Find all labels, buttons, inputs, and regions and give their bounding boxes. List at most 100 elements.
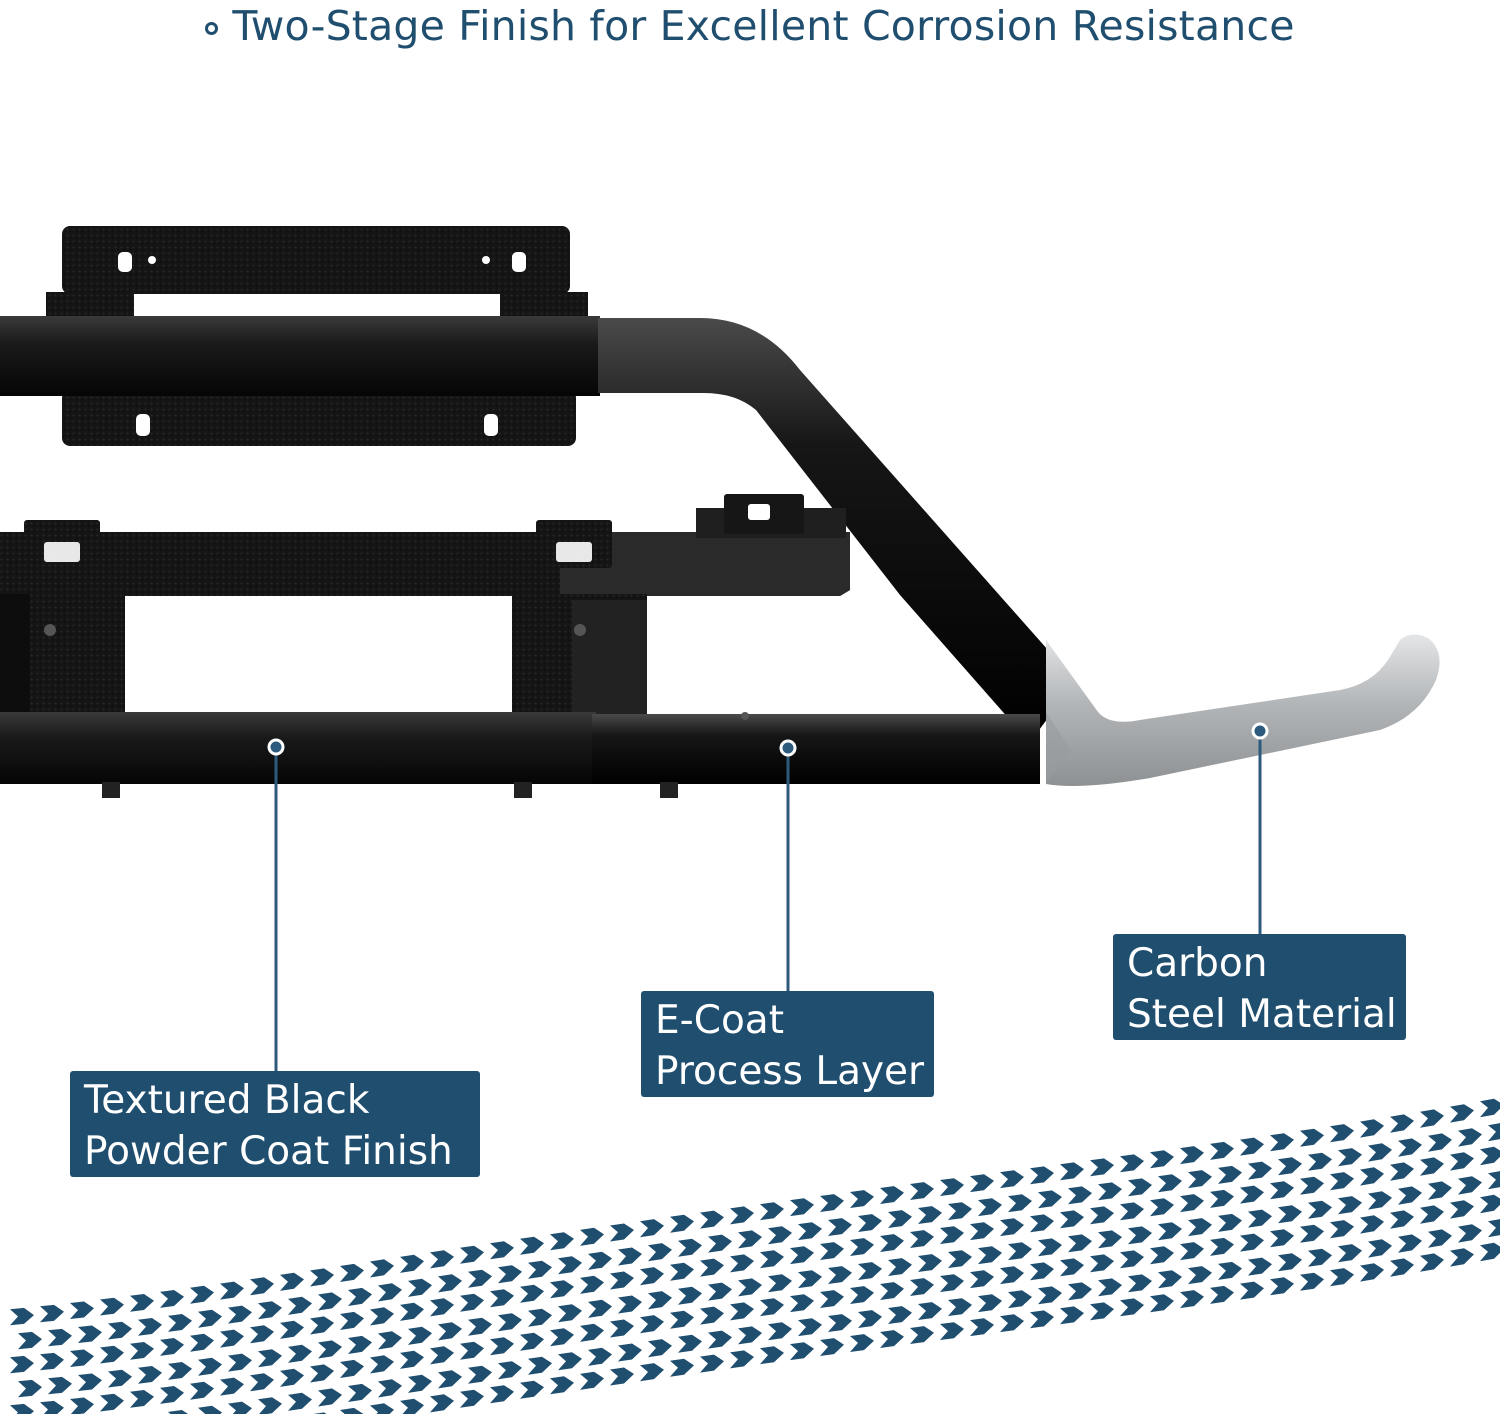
tire-tread-block [1060, 1258, 1084, 1277]
tire-tread-block [1000, 1266, 1024, 1285]
tire-tread-block [1308, 1200, 1332, 1219]
tire-tread-block [250, 1277, 274, 1296]
tire-tread-block [970, 1222, 994, 1241]
callout-e-coat-line-1: E-Coat [655, 998, 784, 1043]
tire-tread-block [370, 1259, 394, 1278]
tire-tread-block [460, 1341, 484, 1360]
tire-tread-block [1188, 1170, 1212, 1189]
tire-tread-block [550, 1376, 574, 1395]
tire-tread-block [318, 1388, 342, 1407]
tire-tread-block [318, 1340, 342, 1359]
tire-tread-block [1030, 1262, 1054, 1281]
tire-tread-block [280, 1320, 304, 1339]
tire-tread-block [138, 1366, 162, 1384]
tire-tread-block [168, 1362, 192, 1380]
tire-tread-block [670, 1358, 694, 1377]
tire-tread-block [370, 1307, 394, 1326]
tire-tread-block [880, 1282, 904, 1300]
tire-tread-block [10, 1307, 34, 1326]
tire-tread-block [1450, 1104, 1474, 1123]
tire-tread-block [610, 1223, 634, 1242]
tire-tread-block [1068, 1186, 1092, 1205]
tire-tread-block [288, 1344, 312, 1363]
tire-tread-block [40, 1400, 64, 1414]
tire-track-decoration [10, 1098, 1500, 1414]
tire-tread-block [1120, 1298, 1144, 1317]
tire-tread-block [1330, 1268, 1354, 1287]
tire-tread-block [10, 1403, 34, 1414]
tire-tread-block [940, 1226, 964, 1244]
tire-tread-block [1308, 1248, 1332, 1267]
tire-tread-block [618, 1343, 642, 1362]
tire-tread-block [528, 1308, 552, 1327]
tire-tread-block [768, 1322, 792, 1341]
tire-tread-block [130, 1342, 154, 1360]
tire-tread-block [228, 1401, 252, 1414]
tire-tread-block [1488, 1219, 1500, 1238]
tire-tread-block [468, 1365, 492, 1384]
tire-tread-block [198, 1405, 222, 1414]
tire-tread-block [1330, 1220, 1354, 1239]
tire-tread-block [1068, 1234, 1092, 1253]
tire-tread-block [400, 1350, 424, 1369]
tire-tread-block [640, 1315, 664, 1334]
headline-text: Two-Stage Finish for Excellent Corrosion… [232, 2, 1295, 50]
tire-tread-block [970, 1318, 994, 1337]
tire-tread-block [978, 1294, 1002, 1313]
tire-tread-block [490, 1289, 514, 1308]
tire-tread-block [948, 1250, 972, 1268]
tire-tread-block [1450, 1248, 1474, 1267]
tire-tread-block [160, 1386, 184, 1404]
tire-tread-block [1368, 1239, 1392, 1258]
tire-tread-block [940, 1322, 964, 1340]
tire-tread-block [18, 1331, 42, 1350]
tire-tread-block [850, 1286, 874, 1304]
upper-mounting-bracket [46, 226, 588, 446]
tire-tread-block [588, 1299, 612, 1318]
tire-tread-block [250, 1325, 274, 1344]
tire-tread-block [520, 1332, 544, 1351]
tire-tread-block [910, 1278, 934, 1296]
tire-tread-block [438, 1370, 462, 1389]
tire-tread-block [880, 1186, 904, 1204]
tire-tread-block [258, 1301, 282, 1320]
tire-tread-block [678, 1286, 702, 1305]
tire-tread-block [670, 1214, 694, 1233]
tire-tread-block [1338, 1148, 1362, 1167]
tire-tread-block [820, 1194, 844, 1212]
carbon-steel-tube [1046, 634, 1440, 786]
tire-tread-block [1330, 1172, 1354, 1191]
pointer-dot-e-coat [779, 739, 797, 757]
tire-tread-block [970, 1174, 994, 1193]
tire-tread-block [1398, 1138, 1422, 1157]
tire-tread-block [48, 1328, 72, 1347]
tire-tread-block [1188, 1218, 1212, 1237]
tire-tread-block [1180, 1146, 1204, 1165]
tire-tread-block [790, 1246, 814, 1265]
tire-tread-block [220, 1377, 244, 1396]
tire-tread-block [1398, 1234, 1422, 1253]
tire-tread-block [738, 1326, 762, 1345]
tire-tread-block [228, 1305, 252, 1324]
tire-tread-block [190, 1381, 214, 1400]
tire-tread-block [348, 1335, 372, 1354]
tire-tread-block [1390, 1162, 1414, 1181]
tire-tread-block [828, 1218, 852, 1236]
tire-tread-block [1330, 1124, 1354, 1143]
tire-tread-block [648, 1291, 672, 1310]
tire-tread-block [708, 1282, 732, 1301]
tire-tread-block [580, 1275, 604, 1294]
tire-tread-block [558, 1256, 582, 1275]
tire-tread-block [760, 1298, 784, 1317]
tire-tread-block [460, 1389, 484, 1408]
callout-carbon-steel: Carbon Steel Material [1113, 934, 1406, 1040]
tire-tread-block [1338, 1196, 1362, 1215]
tire-tread-block [1008, 1242, 1032, 1261]
tire-tread-block [40, 1352, 64, 1371]
tire-tread-block [1300, 1176, 1324, 1195]
tire-tread-block [1150, 1150, 1174, 1169]
tire-tread-block [220, 1329, 244, 1348]
tire-tread-block [580, 1227, 604, 1246]
tire-tread-block [850, 1334, 874, 1352]
tire-tread-block [520, 1284, 544, 1303]
